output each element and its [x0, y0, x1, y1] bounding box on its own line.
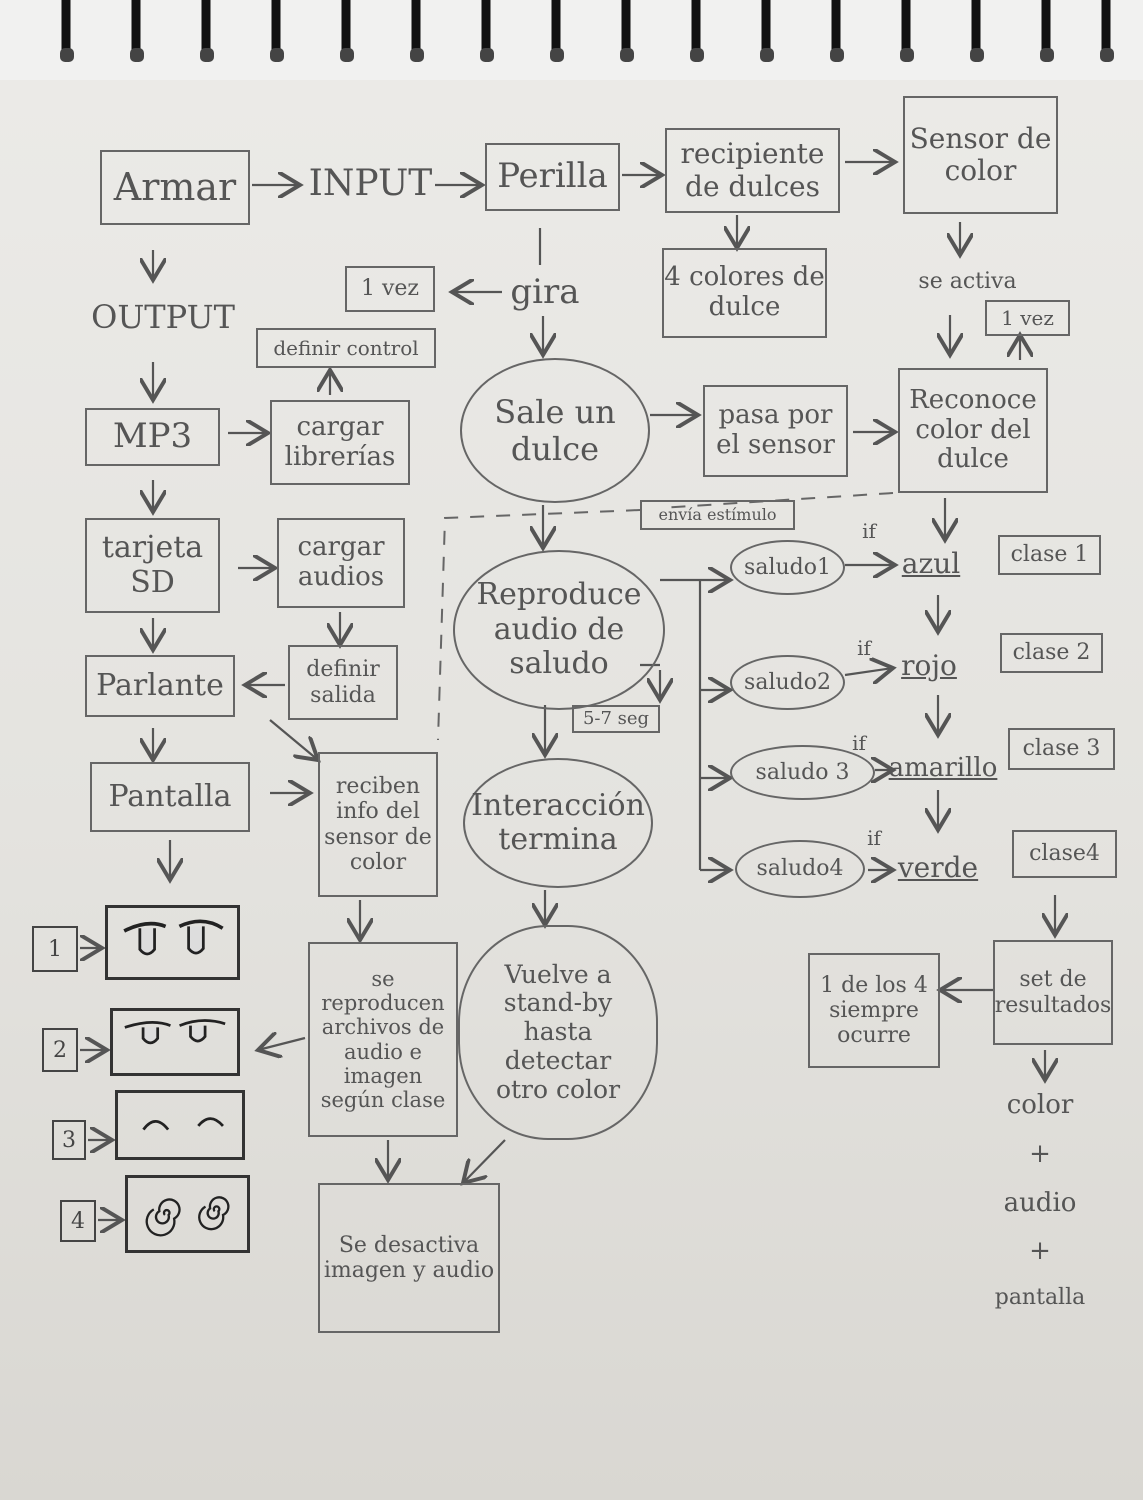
node-mp3: MP3 [85, 408, 220, 466]
node-definir-control: definir control [256, 328, 436, 368]
notebook-spiral-binding [0, 0, 1143, 80]
node-perilla: Perilla [485, 143, 620, 211]
node-recipiente: recipiente de dulces [665, 128, 840, 213]
result-plus-1: + [1029, 1138, 1051, 1169]
node-clase3: clase 3 [1008, 728, 1115, 770]
node-parlante: Parlante [85, 655, 235, 717]
node-definir-salida: definir salida [288, 645, 398, 720]
node-pantalla: Pantalla [90, 762, 250, 832]
node-output: OUTPUT [91, 297, 235, 336]
result-pantalla: pantalla [994, 1285, 1086, 1310]
node-se-reproducen-archivos: se reproducen archivos de audio e imagen… [308, 942, 458, 1137]
node-set-de-resultados: set de resultados [993, 940, 1113, 1045]
result-stack: color + audio + pantalla [985, 1090, 1095, 1310]
face-3-happy-eyes-icon [115, 1090, 245, 1160]
node-clase1: clase 1 [998, 535, 1101, 575]
node-reproduce-audio: Reproduce audio de saludo [453, 550, 665, 710]
node-envia-estimulo: envía estímulo [640, 500, 795, 530]
label-if-2: if [857, 635, 871, 660]
node-saludo3: saludo 3 [730, 745, 875, 800]
node-saludo4: saludo4 [735, 840, 865, 898]
face-number-4: 4 [60, 1200, 96, 1242]
node-armar: Armar [100, 150, 250, 225]
node-clase2: clase 2 [1000, 633, 1103, 673]
node-se-activa: se activa [918, 269, 1017, 295]
node-input: INPUT [308, 163, 433, 205]
result-color: color [1006, 1090, 1074, 1120]
result-plus-2: + [1029, 1236, 1051, 1267]
node-saludo1: saludo1 [730, 540, 845, 595]
node-saludo2: saludo2 [730, 655, 845, 710]
face-4-dizzy-eyes-icon [125, 1175, 250, 1253]
face-number-1: 1 [32, 926, 78, 972]
node-amarillo: amarillo [888, 753, 998, 784]
face-2-droopy-eyes-icon [110, 1008, 240, 1076]
face-1-sleepy-eyes-icon [105, 905, 240, 980]
node-1-de-los-4: 1 de los 4 siempre ocurre [808, 953, 940, 1068]
node-interaccion-termina: Interacción termina [463, 758, 653, 888]
node-gira: gira [510, 272, 580, 313]
node-rojo: rojo [901, 648, 957, 682]
node-sale-un-dulce: Sale un dulce [460, 358, 650, 503]
result-audio: audio [1003, 1187, 1077, 1218]
node-tarjeta-sd: tarjeta SD [85, 518, 220, 613]
label-if-3: if [852, 730, 866, 755]
label-if-4: if [867, 825, 881, 850]
node-clase4: clase4 [1012, 830, 1117, 878]
node-se-desactiva: Se desactiva imagen y audio [318, 1183, 500, 1333]
node-pasa-por-sensor: pasa por el sensor [703, 385, 848, 477]
node-cargar-audios: cargar audios [277, 518, 405, 608]
node-sensor: Sensor de color [903, 96, 1058, 214]
node-reconoce-color: Reconoce color del dulce [898, 368, 1048, 493]
face-number-3: 3 [52, 1120, 86, 1160]
node-verde: verde [897, 850, 979, 884]
label-if-1: if [862, 518, 876, 543]
node-cargar-librerias: cargar librerías [270, 400, 410, 485]
node-4-colores: 4 colores de dulce [662, 248, 827, 338]
node-reciben-info: reciben info del sensor de color [318, 752, 438, 897]
face-number-2: 2 [42, 1028, 78, 1072]
node-1-vez-left: 1 vez [345, 266, 435, 312]
node-vuelve-stand-by: Vuelve a stand-by hasta detectar otro co… [458, 925, 658, 1140]
node-5-7-seg: 5-7 seg [572, 705, 660, 733]
node-1-vez-right: 1 vez [985, 300, 1070, 336]
node-azul: azul [901, 546, 961, 580]
